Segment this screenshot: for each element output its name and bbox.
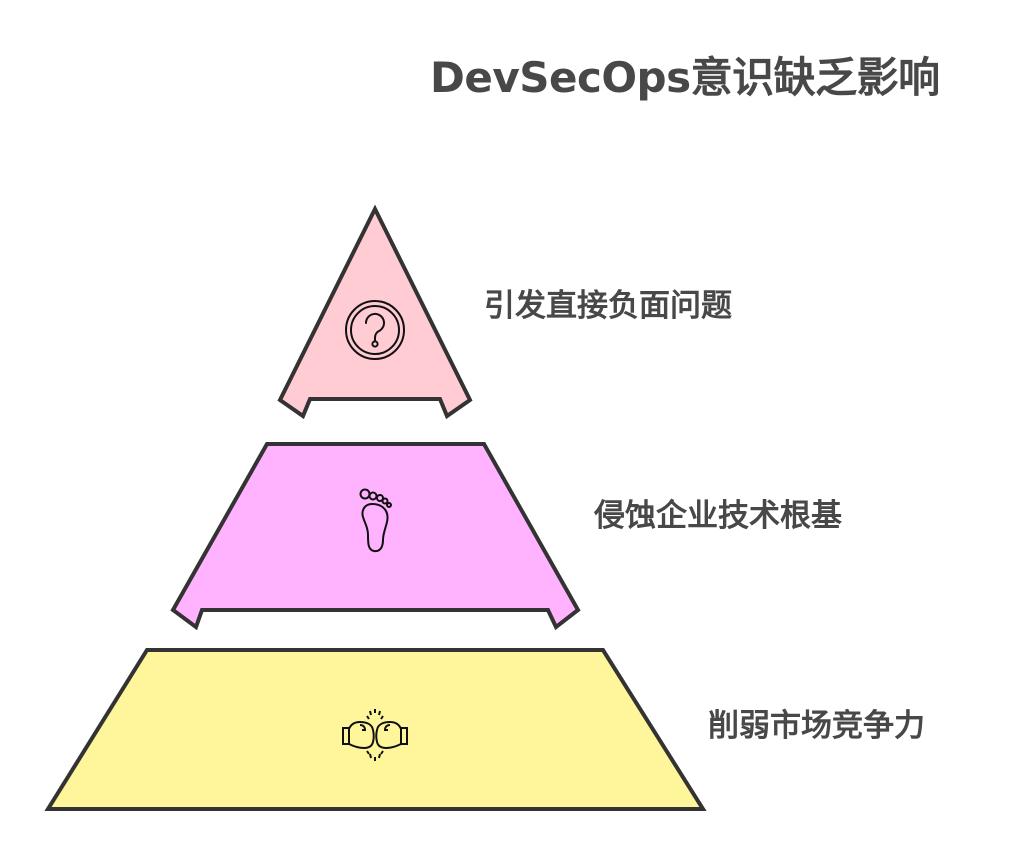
diagram-title: DevSecOps意识缺乏影响: [430, 53, 940, 102]
boxing-gloves-icon: [342, 709, 408, 761]
level-2-shape: [170, 442, 581, 631]
level-2-label: 侵蚀企业技术根基: [594, 498, 842, 534]
pyramid-level-1: [277, 204, 473, 420]
question-circle-icon: [345, 300, 405, 360]
level-1-shape: [277, 204, 473, 420]
pyramid-level-2: [170, 442, 581, 631]
level-1-label: 引发直接负面问题: [484, 288, 732, 324]
level-3-label: 削弱市场竞争力: [708, 708, 925, 744]
pyramid-level-3: [44, 648, 707, 811]
level-3-shape: [44, 648, 707, 811]
footprint-icon: [359, 488, 392, 553]
